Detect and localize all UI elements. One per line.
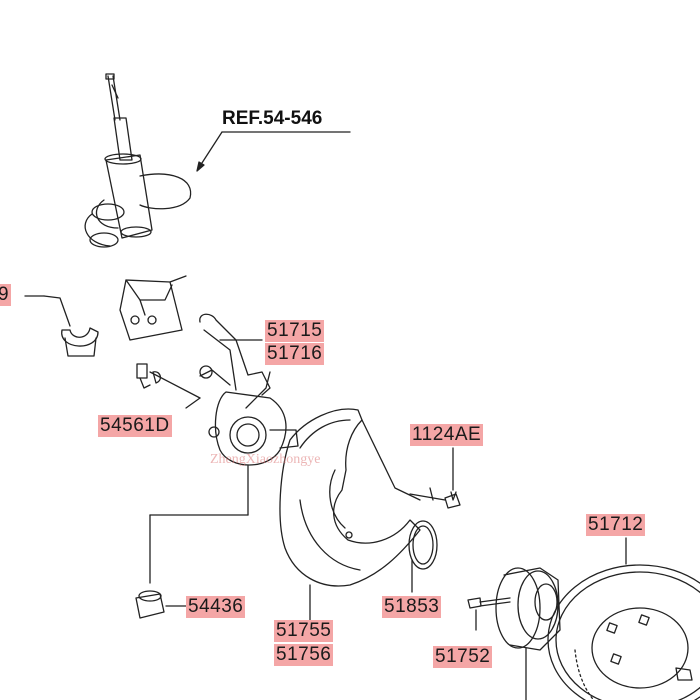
steering-knuckle	[199, 313, 299, 516]
part-label-51716[interactable]: 51716	[265, 343, 325, 365]
part-label-51853[interactable]: 51853	[382, 596, 442, 618]
watermark-text: ZhengXiaozhongye	[210, 452, 321, 467]
part-label-51752[interactable]: 51752	[433, 646, 493, 668]
wheel-stud	[467, 597, 511, 631]
strut-assembly	[84, 73, 192, 341]
part-label-51755[interactable]: 51755	[274, 620, 334, 642]
part-label-54436[interactable]: 54436	[186, 596, 246, 618]
hub-bearing	[495, 567, 561, 700]
seal-ring	[408, 520, 438, 593]
label-leaders	[24, 295, 311, 621]
part-label-51712[interactable]: 51712	[586, 514, 646, 536]
part-label-54561D[interactable]: 54561D	[98, 415, 172, 437]
brake-disc	[547, 537, 700, 700]
part-label-51756[interactable]: 51756	[274, 644, 334, 666]
ref-leader	[196, 131, 351, 172]
bushing-54436	[135, 514, 249, 619]
part-label-9[interactable]: 9	[0, 284, 12, 306]
reference-label: REF.54-546	[222, 108, 323, 129]
part-label-51715[interactable]: 51715	[265, 320, 325, 342]
bushing-clip	[43, 295, 99, 357]
bolt-1124AE	[409, 447, 461, 509]
dust-shield	[279, 408, 421, 587]
bolt-54561D	[136, 363, 201, 399]
part-label-1124AE[interactable]: 1124AE	[410, 424, 484, 446]
